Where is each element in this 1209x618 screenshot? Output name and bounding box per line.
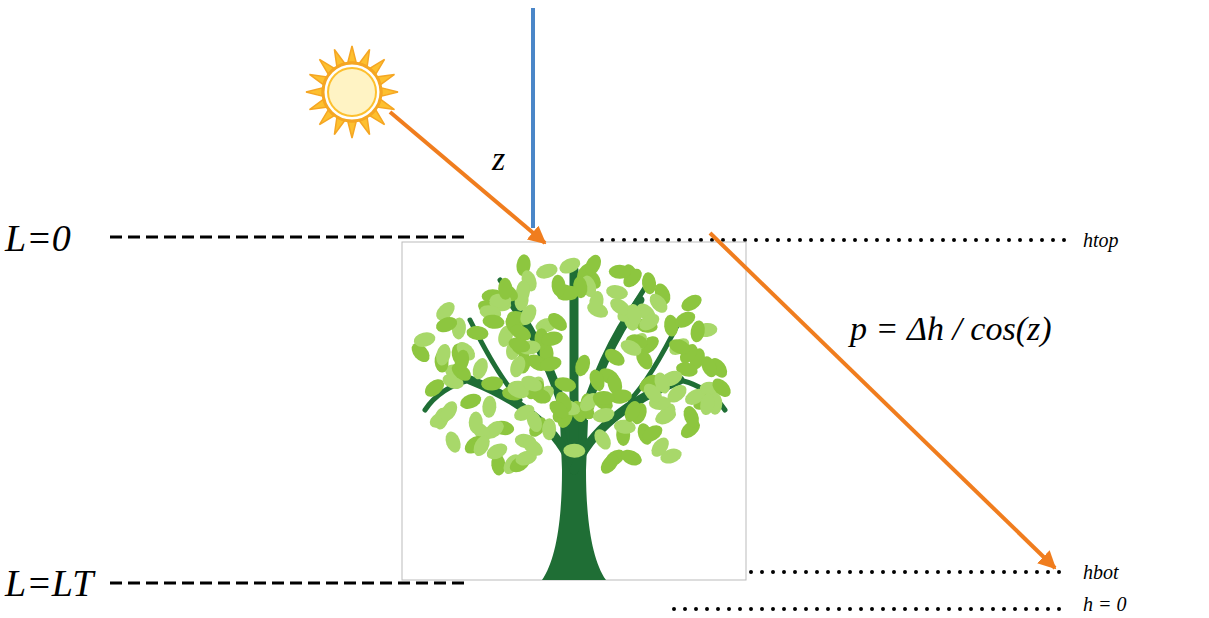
tree-leaf	[622, 399, 644, 425]
zenith-angle-label: z	[492, 142, 505, 176]
tree-leaf	[597, 451, 622, 477]
tree-leaf	[515, 280, 531, 303]
tree-leaf	[437, 398, 460, 424]
tree-leaf	[557, 255, 583, 277]
tree-leaf	[651, 370, 672, 396]
tree-leaf	[545, 309, 571, 334]
sun-core	[328, 68, 376, 116]
tree-leaf	[672, 308, 698, 331]
tree-leaf	[667, 336, 692, 356]
tree-leaf	[618, 447, 644, 469]
sun-ray-arrow	[390, 112, 545, 243]
tree-leaf	[553, 375, 578, 394]
sun-icon	[306, 46, 398, 138]
formula-label: p = Δh / cos(z)	[850, 312, 1052, 346]
tree-leaf	[591, 406, 616, 425]
path-length-arrow	[710, 233, 1055, 568]
tree-leaf	[648, 434, 673, 460]
tree-leaf	[480, 375, 503, 391]
tree-leaf	[434, 342, 453, 367]
tree-leaf	[540, 330, 564, 348]
tree-leaf	[563, 443, 585, 457]
tree-leaf	[546, 397, 572, 422]
sun-ray	[348, 46, 356, 62]
tree-leaf	[517, 302, 540, 328]
tree-leaf	[434, 314, 459, 335]
height-label: hbot	[1083, 562, 1119, 582]
tree-leaf	[524, 409, 545, 435]
sun-disc	[323, 63, 381, 121]
sun-ray	[348, 122, 356, 138]
tree-leaf	[470, 433, 493, 459]
tree-leaf	[679, 291, 705, 314]
tree-leaf	[646, 290, 671, 316]
tree-leaf	[542, 418, 557, 441]
height-label: h = 0	[1083, 594, 1127, 614]
canopy-bottom-label: L=LT	[5, 564, 93, 602]
tree-leaf	[507, 335, 532, 355]
tree-picture	[408, 252, 734, 580]
tree-leaf	[482, 313, 506, 330]
tree-leaf	[507, 354, 528, 379]
tree-leaf	[520, 435, 546, 459]
tree-leaf	[641, 272, 658, 296]
tree-leaf	[681, 404, 702, 430]
tree-leaf	[625, 303, 643, 327]
sun-ray	[382, 88, 398, 96]
tree-leaf	[698, 392, 716, 416]
tree-leaf	[443, 429, 464, 454]
tree-leaf	[458, 391, 484, 412]
height-label: htop	[1083, 230, 1119, 250]
tree-frame	[402, 242, 746, 580]
ground-line	[674, 607, 1068, 611]
tree-leaf	[591, 426, 614, 452]
tree-leaf	[519, 373, 545, 395]
canopy-top-line	[110, 236, 470, 239]
canopy-bottom-line	[110, 582, 470, 585]
canopy-top-label: L=0	[5, 219, 71, 257]
height-top-line	[602, 238, 1068, 242]
tree-leaf	[573, 353, 593, 378]
zenith-line	[531, 8, 535, 228]
tree-leaf	[538, 354, 563, 373]
sun-ray	[306, 88, 322, 96]
tree-leaf	[698, 354, 720, 380]
tree-leaf	[587, 368, 607, 393]
tree-leaf	[618, 337, 644, 359]
tree-leaf	[609, 264, 631, 279]
tree-leaf	[593, 391, 615, 406]
tree-leaf	[453, 348, 471, 373]
tree-leaf	[498, 278, 513, 300]
tree-leaf	[466, 325, 489, 341]
tree-leaf	[582, 252, 604, 278]
tree-leaf	[468, 411, 483, 434]
tree-leaf	[550, 274, 566, 297]
tree-leaf	[482, 395, 497, 418]
tree-leaf	[412, 330, 437, 349]
tree-trunk	[542, 420, 606, 580]
